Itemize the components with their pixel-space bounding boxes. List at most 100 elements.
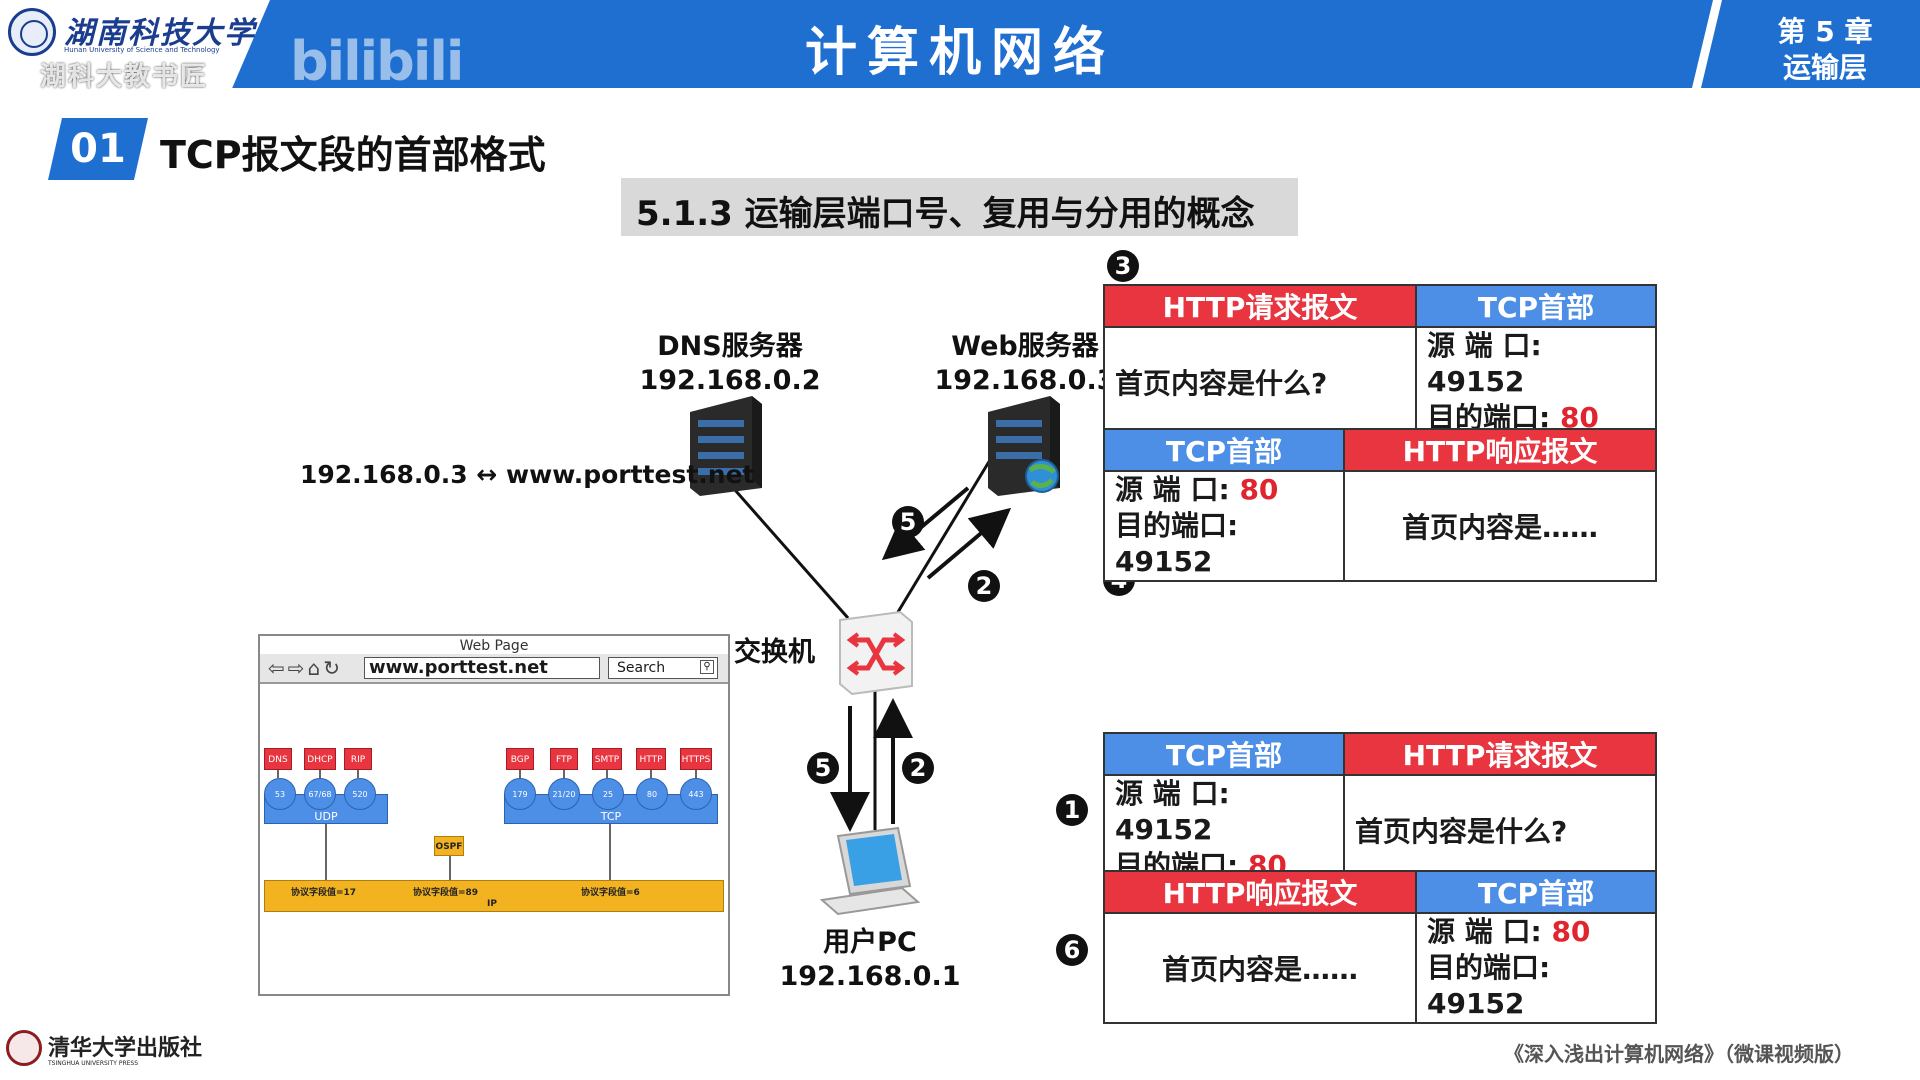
browser-connectors xyxy=(277,770,697,880)
search-icon[interactable]: ⚲ xyxy=(700,660,714,674)
app-https: HTTPS xyxy=(680,748,712,770)
app-ospf: OSPF xyxy=(434,836,464,856)
port-25: 25 xyxy=(592,778,624,810)
section-title: TCP报文段的首部格式 xyxy=(160,133,546,177)
marker-5-lower: 5 xyxy=(807,752,839,784)
arrow-switch-to-web xyxy=(926,507,1012,580)
port-53: 53 xyxy=(264,778,296,810)
publisher-name: 清华大学出版社 xyxy=(48,1035,203,1061)
port-179: 179 xyxy=(504,778,536,810)
app-smtp: SMTP xyxy=(592,748,622,770)
packet-6-src-port: 80 xyxy=(1551,915,1591,948)
packet-6-tcp-header: TCP首部 xyxy=(1415,870,1657,914)
port-443: 443 xyxy=(680,778,712,810)
packet-4-ports: 源 端 口: 80 目的端口: 49152 xyxy=(1103,470,1345,582)
dns-server-ip: 192.168.0.2 xyxy=(639,365,821,396)
ip-label: IP xyxy=(487,899,497,909)
app-rip: RIP xyxy=(344,748,372,770)
packet-4-payload-body: 首页内容是…… xyxy=(1343,470,1657,582)
subtitle: 5.1.3 运输层端口号、复用与分用的概念 xyxy=(636,194,1255,234)
chapter-name: 运输层 xyxy=(1782,51,1867,84)
packet-4-payload-header: HTTP响应报文 xyxy=(1343,428,1657,472)
pc-ip: 192.168.0.1 xyxy=(779,961,961,992)
ip-field-tcp: 协议字段值=6 xyxy=(581,888,640,898)
watermark-bilibili: bilibili xyxy=(290,30,464,93)
packet-3-tcp-header: TCP首部 xyxy=(1415,284,1657,328)
packet-3-src-port: 49152 xyxy=(1427,365,1525,398)
section-number: 01 xyxy=(48,118,148,180)
packet-1-payload-body: 首页内容是什么? xyxy=(1343,774,1657,886)
web-server-label: Web服务器 192.168.0.3 xyxy=(930,330,1120,398)
packet-4: TCP首部 HTTP响应报文 源 端 口: 80 目的端口: 49152 首页内… xyxy=(1103,428,1657,582)
packet-4-tcp-header: TCP首部 xyxy=(1103,428,1345,472)
browser-window: Web Page ⇦⇨⌂↻ www.porttest.net Search ⚲ … xyxy=(258,634,730,996)
marker-5-upper: 5 xyxy=(892,506,924,538)
app-http: HTTP xyxy=(636,748,666,770)
course-title: 计算机网络 xyxy=(804,23,1115,83)
browser-toolbar: ⇦⇨⌂↻ www.porttest.net Search ⚲ xyxy=(260,654,728,684)
packet-1-payload-header: HTTP请求报文 xyxy=(1343,732,1657,776)
packet-6-ports: 源 端 口: 80 目的端口: 49152 xyxy=(1415,912,1657,1024)
book-title: 《深入浅出计算机网络》（微课视频版） xyxy=(1504,1042,1854,1066)
dns-server-label: DNS服务器 192.168.0.2 xyxy=(620,330,840,398)
dns-mapping: 192.168.0.3 ↔ www.porttest.net xyxy=(300,460,755,489)
packet-6-payload-body: 首页内容是…… xyxy=(1103,912,1417,1024)
arrow-web-to-switch xyxy=(881,486,970,561)
packet-1-ports: 源 端 口: 49152 目的端口: 80 xyxy=(1103,774,1345,886)
port-67-68: 67/68 xyxy=(304,778,336,810)
university-name: 湖南科技大学 xyxy=(64,16,256,51)
port-80: 80 xyxy=(636,778,668,810)
packet-4-src-port: 80 xyxy=(1239,473,1279,506)
dns-server-icon xyxy=(690,396,762,496)
web-server-name: Web服务器 xyxy=(951,331,1099,362)
university-name-en: Hunan University of Science and Technolo… xyxy=(64,46,220,54)
marker-2-upper: 2 xyxy=(968,570,1000,602)
packet-6-src-label: 源 端 口: xyxy=(1427,915,1542,948)
packet-1-src-port: 49152 xyxy=(1115,813,1213,846)
packet-1-tcp-header: TCP首部 xyxy=(1103,732,1345,776)
publisher-name-en: TSINGHUA UNIVERSITY PRESS xyxy=(48,1060,139,1067)
packet-4-src-label: 源 端 口: xyxy=(1115,473,1230,506)
laptop-icon xyxy=(819,826,921,916)
university-seal-icon xyxy=(8,8,56,56)
packet-3-payload-body: 首页内容是什么? xyxy=(1103,326,1417,438)
packet-6-payload-header: HTTP响应报文 xyxy=(1103,870,1417,914)
switch-icon xyxy=(839,610,913,696)
packet-6-dst-port: 49152 xyxy=(1427,987,1525,1020)
browser-nav-icons[interactable]: ⇦⇨⌂↻ xyxy=(268,656,343,680)
ip-field-udp: 协议字段值=17 xyxy=(291,888,357,898)
switch-label: 交换机 xyxy=(734,637,815,668)
port-520: 520 xyxy=(344,778,376,810)
packet-1: TCP首部 HTTP请求报文 源 端 口: 49152 目的端口: 80 首页内… xyxy=(1103,732,1657,886)
marker-3: 3 xyxy=(1107,250,1139,282)
pc-label: 用户PC 192.168.0.1 xyxy=(770,926,970,994)
packet-6-dst-label: 目的端口: xyxy=(1427,951,1551,984)
browser-title: Web Page xyxy=(459,638,529,654)
packet-3-payload-header: HTTP请求报文 xyxy=(1103,284,1417,328)
browser-url-field[interactable]: www.porttest.net xyxy=(364,657,600,679)
subtitle-box xyxy=(621,178,1298,236)
port-21-20: 21/20 xyxy=(548,778,580,810)
web-server-icon xyxy=(988,396,1060,496)
packet-3-ports: 源 端 口: 49152 目的端口: 80 xyxy=(1415,326,1657,438)
marker-2-lower: 2 xyxy=(902,752,934,784)
chapter-number: 第 5 章 xyxy=(1777,15,1873,48)
packet-6: HTTP响应报文 TCP首部 首页内容是…… 源 端 口: 80 目的端口: 4… xyxy=(1103,870,1657,1024)
dns-server-name: DNS服务器 xyxy=(657,331,803,362)
app-ftp: FTP xyxy=(550,748,578,770)
marker-6: 6 xyxy=(1056,934,1088,966)
app-dhcp: DHCP xyxy=(304,748,336,770)
packet-3: HTTP请求报文 TCP首部 首页内容是什么? 源 端 口: 49152 目的端… xyxy=(1103,284,1657,438)
marker-1: 1 xyxy=(1056,794,1088,826)
app-bgp: BGP xyxy=(506,748,534,770)
packet-3-src-label: 源 端 口: xyxy=(1427,329,1542,362)
web-server-ip: 192.168.0.3 xyxy=(934,365,1116,396)
pc-name: 用户PC xyxy=(823,927,917,958)
header-bar xyxy=(0,0,1920,88)
browser-search-field[interactable]: Search xyxy=(608,657,718,679)
packet-1-src-label: 源 端 口: xyxy=(1115,777,1230,810)
web-switch-link xyxy=(896,459,992,613)
ip-field-ospf: 协议字段值=89 xyxy=(413,888,479,898)
watermark-hall: 湖科大教书匠 xyxy=(40,62,209,92)
